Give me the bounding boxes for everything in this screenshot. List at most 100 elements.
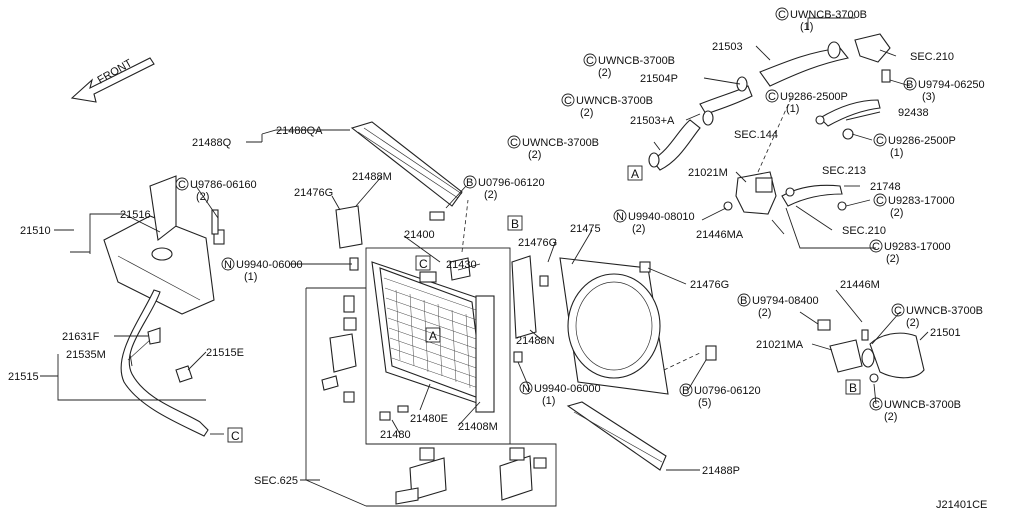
svg-text:C: C (178, 179, 186, 191)
callout-markers: C C B C C C C C N B C C N B C N B C (175, 7, 917, 411)
label-uwncb-2: UWNCB-3700B (598, 55, 675, 67)
label-uwncb-5-qty: (2) (906, 317, 919, 329)
label-u0796-b: U0796-06120 (694, 385, 761, 397)
label-u9940-06000-a-qty: (1) (244, 271, 257, 283)
label-21475: 21475 (570, 223, 601, 235)
ref-box-a-hose: A (631, 167, 639, 181)
label-21516: 21516 (120, 209, 151, 221)
ref-box-c-radiator: C (419, 257, 428, 271)
label-21446m: 21446M (840, 279, 880, 291)
svg-text:C: C (778, 9, 786, 21)
label-u9940-08010: U9940-08010 (628, 211, 695, 223)
label-21480: 21480 (380, 429, 411, 441)
label-21631f: 21631F (62, 331, 100, 343)
label-u9286-a: U9286-2500P (780, 91, 848, 103)
svg-text:N: N (224, 259, 232, 271)
label-21488qa: 21488QA (276, 125, 323, 137)
label-uwncb-4: UWNCB-3700B (522, 137, 599, 149)
label-21501: 21501 (930, 327, 961, 339)
label-u9786: U9786-06160 (190, 179, 257, 191)
label-21480e: 21480E (410, 413, 448, 425)
label-uwncb-6: UWNCB-3700B (884, 399, 961, 411)
label-21021m: 21021M (688, 167, 728, 179)
label-21476g-b: 21476G (518, 237, 557, 249)
label-uwncb-6-qty: (2) (884, 411, 897, 423)
label-u9794-06250: U9794-06250 (918, 79, 985, 91)
ref-box-a-core: A (429, 329, 437, 343)
radiator-core (371, 199, 495, 413)
svg-text:C: C (768, 91, 776, 103)
label-u9794-08400: U9794-08400 (752, 295, 819, 307)
label-21488m: 21488M (352, 171, 392, 183)
svg-text:N: N (616, 211, 624, 223)
label-u9283-b-qty: (2) (886, 253, 899, 265)
label-u9940-06000-b: U9940-06000 (534, 383, 601, 395)
label-21535m: 21535M (66, 349, 106, 361)
label-sec625: SEC.625 (254, 475, 298, 487)
label-u9794-06250-qty: (3) (922, 91, 935, 103)
front-arrow: FRONT (70, 57, 155, 103)
label-sec144: SEC.144 (734, 129, 778, 141)
label-u0796-a: U0796-06120 (478, 177, 545, 189)
label-u0796-a-qty: (2) (484, 189, 497, 201)
ref-box-b-radiator: B (511, 217, 519, 231)
upper-cover (350, 121, 463, 207)
label-21503a: 21503+A (630, 115, 675, 127)
svg-text:B: B (466, 177, 473, 189)
svg-text:B: B (682, 385, 689, 397)
part-labels: UWNCB-3700B (1) SEC.210 21503 UWNCB-3700… (8, 9, 987, 511)
reservoir-hose (120, 289, 209, 437)
label-u9786-qty: (2) (196, 191, 209, 203)
label-21400: 21400 (404, 229, 435, 241)
label-21503: 21503 (712, 41, 743, 53)
label-92438: 92438 (898, 107, 929, 119)
small-hose (815, 99, 881, 140)
label-uwncb-4-qty: (2) (528, 149, 541, 161)
upper-hose (648, 33, 891, 171)
label-uwncb-3-qty: (2) (580, 107, 593, 119)
svg-text:C: C (586, 55, 594, 67)
svg-text:N: N (522, 383, 530, 395)
radiator-frame (305, 247, 557, 507)
label-21476g-c: 21476G (690, 279, 729, 291)
label-uwncb-3: UWNCB-3700B (576, 95, 653, 107)
label-21515: 21515 (8, 371, 39, 383)
ref-box-c-hose: C (231, 429, 240, 443)
label-21488q: 21488Q (192, 137, 232, 149)
label-21408m: 21408M (458, 421, 498, 433)
label-uwncb-2-qty: (2) (598, 67, 611, 79)
label-21488n: 21488N (516, 335, 555, 347)
label-u9940-06000-b-qty: (1) (542, 395, 555, 407)
svg-text:C: C (564, 95, 572, 107)
label-uwncb-top: UWNCB-3700B (790, 9, 867, 21)
label-21446ma: 21446MA (696, 229, 744, 241)
svg-text:C: C (894, 305, 902, 317)
fan-shroud (559, 257, 717, 395)
label-21515e: 21515E (206, 347, 244, 359)
svg-text:C: C (872, 241, 880, 253)
lower-hose (817, 319, 925, 383)
label-u9283-a-qty: (2) (890, 207, 903, 219)
svg-text:C: C (510, 137, 518, 149)
label-sec210-top: SEC.210 (910, 51, 954, 63)
svg-text:C: C (876, 195, 884, 207)
lower-cover (566, 401, 667, 471)
lower-brackets (395, 447, 547, 505)
label-u9940-08010-qty: (2) (632, 223, 645, 235)
drawing-id: J21401CE (936, 499, 987, 511)
label-21510: 21510 (20, 225, 51, 237)
label-u9283-a: U9283-17000 (888, 195, 955, 207)
label-u0796-b-qty: (5) (698, 397, 711, 409)
svg-text:B: B (906, 79, 913, 91)
label-u9286-b: U9286-2500P (888, 135, 956, 147)
leader-lines (40, 17, 929, 481)
label-u9283-b: U9283-17000 (884, 241, 951, 253)
label-21748: 21748 (870, 181, 901, 193)
label-u9286-b-qty: (1) (890, 147, 903, 159)
fasteners (379, 211, 523, 421)
reservoir-tank (103, 175, 225, 315)
label-21488p: 21488P (702, 465, 740, 477)
water-outlet (723, 95, 847, 215)
